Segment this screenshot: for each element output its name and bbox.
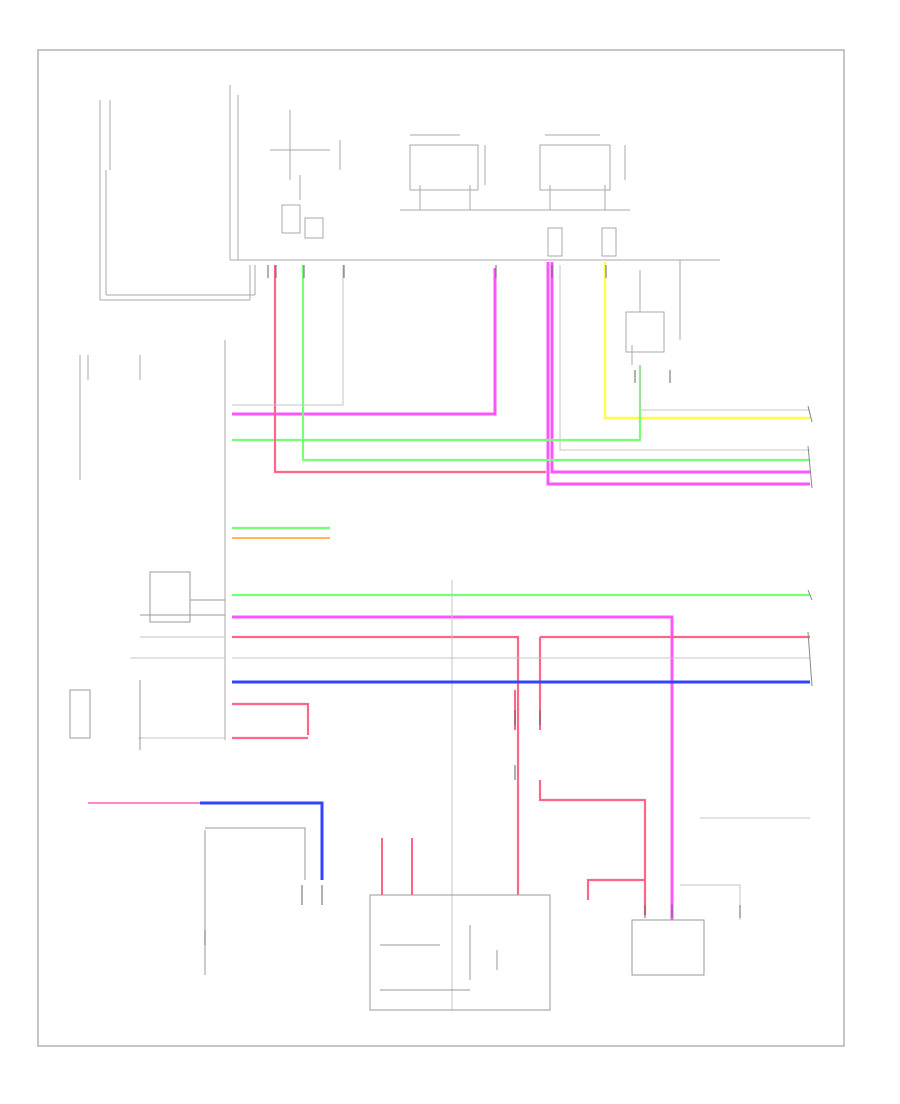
top-left-fuse bbox=[99, 100, 256, 301]
wire-yellow bbox=[603, 262, 810, 420]
wire-magenta bbox=[232, 262, 810, 920]
wire-red bbox=[232, 265, 810, 915]
right-terminals bbox=[807, 405, 813, 687]
wire-green bbox=[232, 265, 810, 597]
component-leads bbox=[381, 690, 541, 895]
fuse-relay-box bbox=[229, 85, 720, 365]
diagram-frame bbox=[37, 49, 845, 1047]
left-fuses bbox=[79, 340, 226, 740]
connector-marks bbox=[204, 265, 741, 945]
wire-gray bbox=[130, 265, 810, 1010]
wire-blue bbox=[200, 680, 810, 880]
